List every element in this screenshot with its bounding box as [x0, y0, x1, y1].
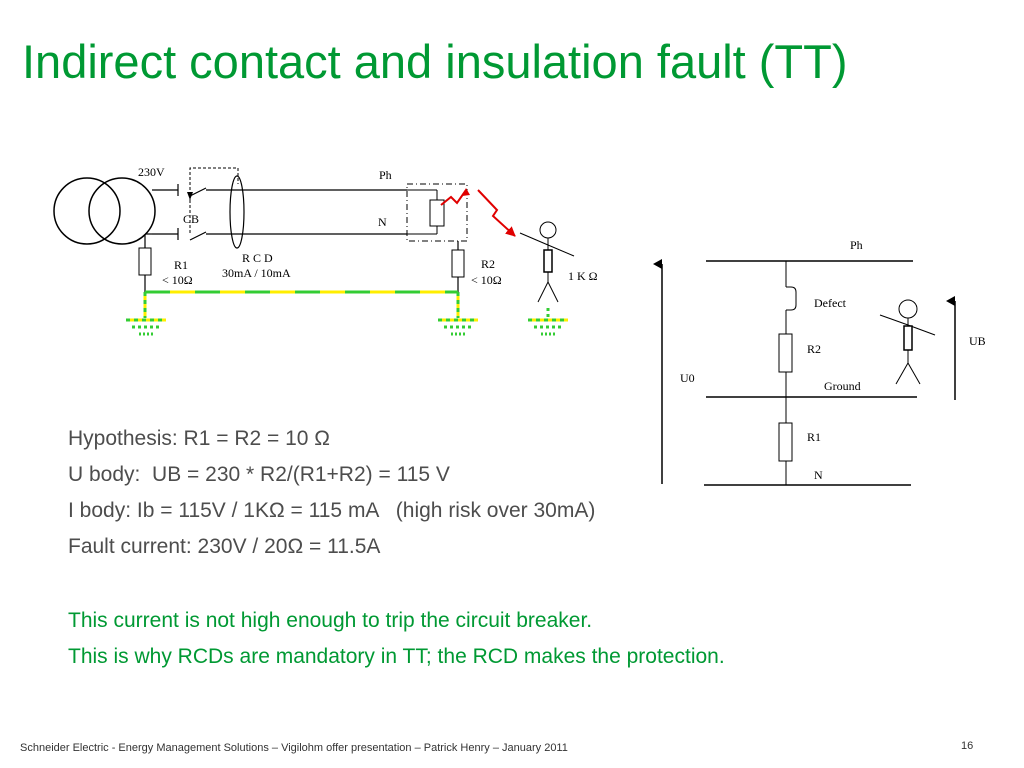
r1-earth-resistor [138, 233, 152, 292]
phase-label: Ph [379, 168, 392, 182]
defect-branch [778, 261, 797, 397]
eq-r2-label: R2 [807, 342, 821, 356]
rcd-toroid [229, 175, 245, 249]
r1-value: < 10Ω [162, 273, 193, 287]
transformer-symbol [53, 177, 156, 245]
slide-title: Indirect contact and insulation fault (T… [22, 35, 848, 88]
body-resistance-label: 1 K Ω [568, 269, 598, 283]
u-body-line: U body: UB = 230 * R2/(R1+R2) = 115 V [68, 463, 450, 486]
person-figure-equivalent [879, 299, 936, 385]
slide-footer: Schneider Electric - Energy Management S… [20, 742, 568, 754]
tt-installation-diagram: 230V Ph N CB R C D 30mA / 10mA [53, 165, 598, 336]
fault-arrows [440, 188, 516, 237]
fault-current-line: Fault current: 230V / 20Ω = 11.5A [68, 535, 381, 558]
i-body-line: I body: Ib = 115V / 1KΩ = 115 mA (high r… [68, 499, 596, 522]
defect-label: Defect [814, 296, 847, 310]
r1-branch [778, 397, 793, 485]
r2-label: R2 [481, 257, 495, 271]
ground-symbol-r1 [126, 318, 166, 336]
page-number: 16 [961, 740, 974, 752]
ub-label: UB [969, 334, 986, 348]
r2-value: < 10Ω [471, 273, 502, 287]
conclusion-line-2: This is why RCDs are mandatory in TT; th… [68, 645, 725, 668]
neutral-label: N [378, 215, 387, 229]
hypothesis-line: Hypothesis: R1 = R2 = 10 Ω [68, 427, 330, 450]
person-figure [519, 221, 575, 303]
equivalent-circuit-diagram: Ph Defect R2 Ground R1 N U0 UB [653, 238, 986, 486]
r2-earth-resistor [451, 241, 465, 292]
voltage-label: 230V [138, 165, 165, 179]
ground-label: Ground [824, 379, 861, 393]
eq-r1-label: R1 [807, 430, 821, 444]
breaker-label: CB [183, 212, 199, 226]
earth-conductor [143, 290, 550, 318]
rcd-label: R C D [242, 251, 273, 265]
load-enclosure [406, 183, 468, 242]
eq-neutral-label: N [814, 468, 823, 482]
phase-line [152, 184, 407, 197]
u0-label: U0 [680, 371, 695, 385]
neutral-line [152, 228, 407, 241]
eq-phase-label: Ph [850, 238, 863, 252]
ground-symbol-r2 [438, 318, 478, 336]
ground-symbol-person [528, 318, 568, 336]
r1-label: R1 [174, 258, 188, 272]
slide-body: Hypothesis: R1 = R2 = 10 Ω U body: UB = … [68, 424, 725, 678]
conclusion-line-1: This current is not high enough to trip … [68, 609, 593, 632]
rcd-rating: 30mA / 10mA [222, 266, 291, 280]
